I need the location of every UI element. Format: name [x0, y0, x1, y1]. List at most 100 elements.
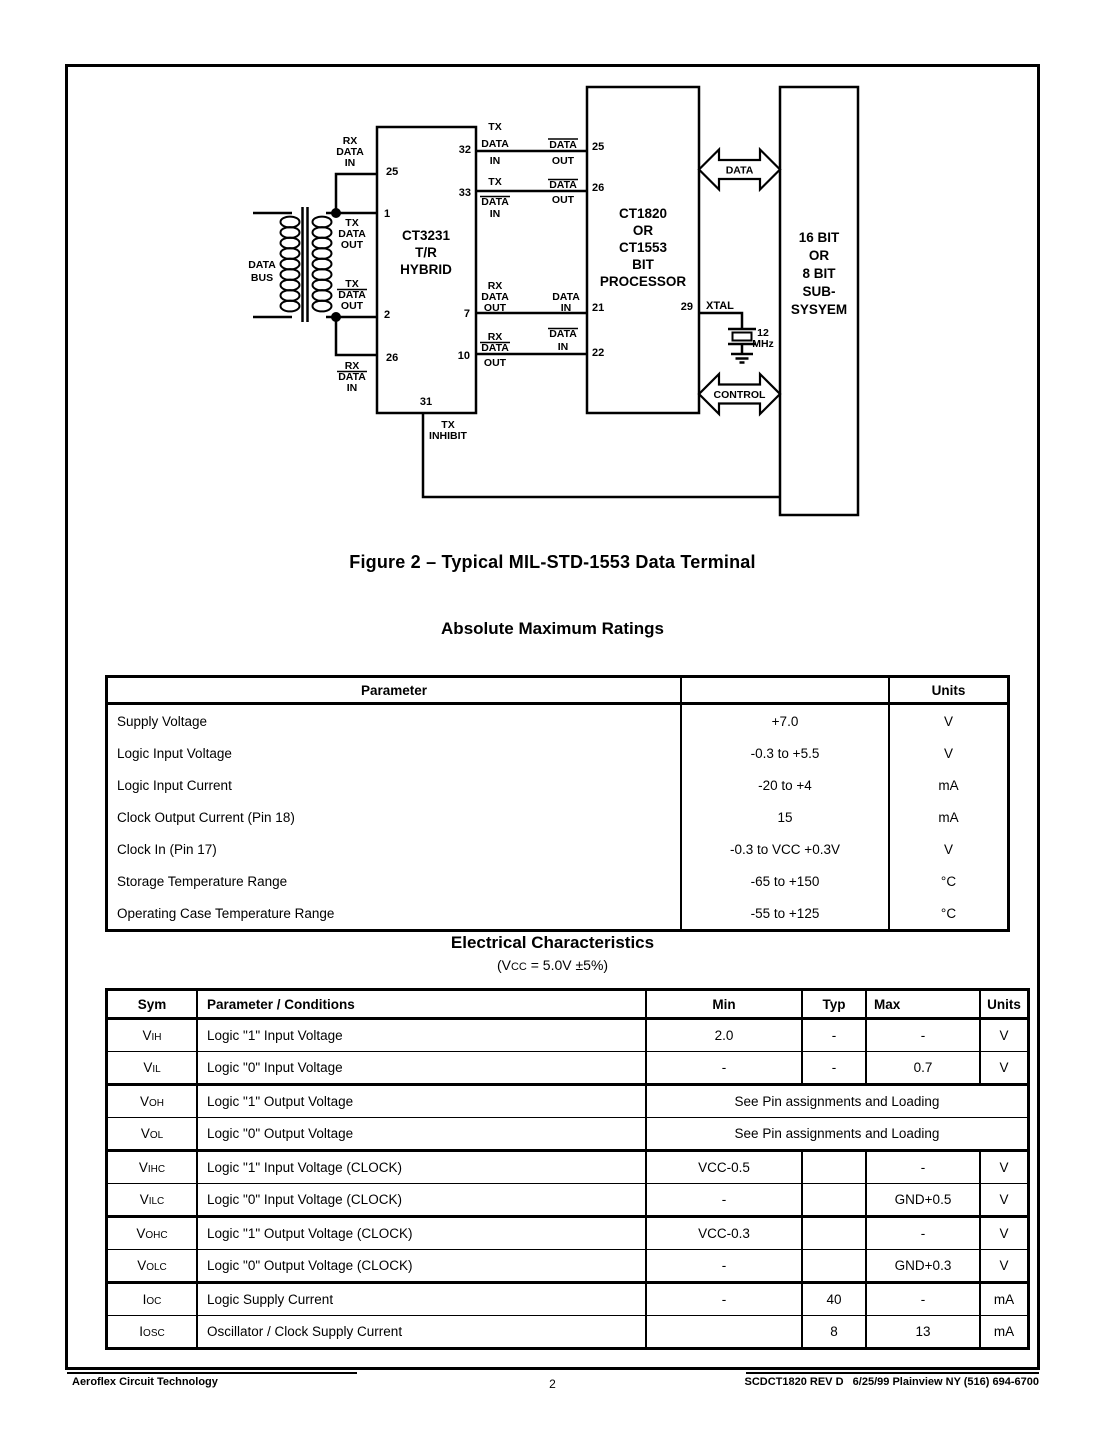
svg-text:OUT: OUT: [484, 357, 507, 369]
table-row: VOL Logic "0" Output Voltage See Pin ass…: [106, 1117, 1029, 1151]
svg-text:DATA: DATA: [549, 328, 577, 340]
page-number: 2: [549, 1377, 556, 1391]
elec-title: Electrical Characteristics: [450, 933, 655, 952]
table-row: VIHC Logic "1" Input Voltage (CLOCK) VCC…: [106, 1149, 1029, 1184]
svg-text:OR: OR: [809, 248, 830, 263]
svg-text:31: 31: [420, 396, 432, 408]
svg-text:26: 26: [386, 352, 398, 364]
figure-caption: Figure 2 – Typical MIL-STD-1553 Data Ter…: [349, 552, 756, 572]
pin-numbers: 25 1 2 26 32 33 7 10 31 25 26 21 22 29: [384, 141, 693, 408]
footer-company: Aeroflex Circuit Technology: [72, 1376, 218, 1388]
rx-ndata-out-label: RX DATA OUT: [480, 331, 510, 369]
svg-text:DATA: DATA: [481, 342, 509, 354]
param-header: Parameter / Conditions: [197, 989, 647, 1020]
table-row: Storage Temperature Range-65 to +150°C: [106, 865, 1009, 897]
rx-data-out-label: RX DATA OUT: [481, 280, 509, 314]
svg-text:IN: IN: [561, 302, 572, 314]
junction-dot: [331, 312, 341, 322]
min-header: Min: [646, 989, 803, 1020]
table-row: VILC Logic "0" Input Voltage (CLOCK) - G…: [106, 1183, 1029, 1217]
svg-text:12: 12: [757, 327, 769, 339]
hybrid-box: [375, 125, 478, 415]
svg-text:DATA: DATA: [481, 291, 509, 303]
svg-text:OUT: OUT: [552, 155, 575, 167]
elec-subtitle: (VCC = 5.0V ±5%): [496, 957, 609, 973]
svg-text:DATA: DATA: [481, 138, 509, 150]
typ-header: Typ: [802, 989, 867, 1020]
max-header: Max: [866, 989, 981, 1020]
svg-text:HYBRID: HYBRID: [400, 262, 452, 277]
svg-text:OUT: OUT: [341, 300, 364, 312]
tx-data-in-label: TX DATA IN: [481, 121, 509, 167]
ground-icon: [731, 352, 753, 364]
svg-text:CT1820: CT1820: [619, 206, 667, 221]
units-header: Units: [980, 989, 1029, 1020]
transformer: [253, 207, 333, 322]
data-bus-label: DATA BUS: [248, 259, 276, 284]
wire-rx-data-in: [334, 172, 377, 213]
svg-text:IN: IN: [490, 155, 501, 167]
svg-text:33: 33: [459, 187, 471, 199]
svg-text:RX: RX: [488, 280, 503, 292]
svg-text:RX: RX: [345, 360, 360, 372]
svg-text:26: 26: [592, 182, 604, 194]
svg-text:29: 29: [681, 301, 693, 313]
crystal-freq-label: 12 MHz: [752, 327, 774, 350]
svg-text:22: 22: [592, 347, 604, 359]
subsystem-title: 16 BIT OR 8 BIT SUB- SYSYEM: [791, 230, 847, 317]
svg-text:DATA: DATA: [336, 146, 364, 158]
svg-text:TX: TX: [488, 121, 501, 133]
data-arrow-label: DATA: [726, 165, 754, 177]
svg-text:OUT: OUT: [484, 302, 507, 314]
svg-text:32: 32: [459, 144, 471, 156]
table-row: IOSC Oscillator / Clock Supply Current 8…: [106, 1315, 1029, 1349]
svg-text:7: 7: [464, 308, 470, 320]
svg-text:SUB-: SUB-: [803, 284, 836, 299]
page-border: [65, 64, 1040, 1370]
svg-text:2: 2: [384, 309, 390, 321]
svg-text:RX: RX: [343, 135, 358, 147]
svg-text:CT3231: CT3231: [402, 228, 451, 243]
ndata-out-label-2: DATA OUT: [548, 178, 578, 206]
svg-text:8 BIT: 8 BIT: [802, 266, 836, 281]
subsystem-box: [778, 85, 860, 517]
data-in-label: DATA IN: [552, 291, 580, 314]
svg-text:IN: IN: [558, 341, 569, 353]
rx-ndata-in-label: RX DATA IN: [337, 360, 367, 394]
svg-text:TX: TX: [345, 278, 358, 290]
svg-text:IN: IN: [347, 382, 358, 394]
svg-text:DATA: DATA: [481, 196, 509, 208]
svg-text:DATA: DATA: [338, 371, 366, 383]
tx-ndata-out-label: TX DATA OUT: [337, 278, 367, 312]
svg-text:CT1553: CT1553: [619, 240, 668, 255]
svg-text:MHz: MHz: [752, 338, 774, 350]
svg-text:DATA: DATA: [338, 228, 366, 240]
svg-text:IN: IN: [490, 208, 501, 220]
svg-text:16 BIT: 16 BIT: [799, 230, 840, 245]
mil-std-1553-terminal-diagram: DATA CONTROL CT3231 T/R HYBRID CT1820 OR…: [248, 85, 860, 517]
svg-text:RX: RX: [488, 331, 503, 343]
table-header-row: Parameter Units: [106, 676, 1009, 705]
svg-text:DATA: DATA: [549, 179, 577, 191]
ndata-in-label: DATA IN: [548, 327, 578, 353]
svg-text:OUT: OUT: [341, 239, 364, 251]
processor-title: CT1820 OR CT1553 BIT PROCESSOR: [600, 206, 687, 289]
svg-text:IN: IN: [345, 157, 356, 169]
svg-text:TX: TX: [345, 217, 358, 229]
tx-inhibit-label: TX INHIBIT: [429, 419, 468, 442]
footer-rule-right: [746, 1372, 1039, 1374]
tx-ndata-in-label: TX DATA IN: [480, 176, 510, 220]
tx-data-out-label: TX DATA OUT: [338, 217, 366, 251]
svg-text:INHIBIT: INHIBIT: [429, 430, 468, 442]
table-row: VOH Logic "1" Output Voltage See Pin ass…: [106, 1083, 1029, 1118]
table-row: Operating Case Temperature Range-55 to +…: [106, 897, 1009, 931]
svg-text:PROCESSOR: PROCESSOR: [600, 274, 687, 289]
svg-text:OUT: OUT: [552, 194, 575, 206]
control-arrow-label: CONTROL: [714, 389, 766, 401]
ndata-out-label-1: DATA OUT: [548, 138, 578, 167]
